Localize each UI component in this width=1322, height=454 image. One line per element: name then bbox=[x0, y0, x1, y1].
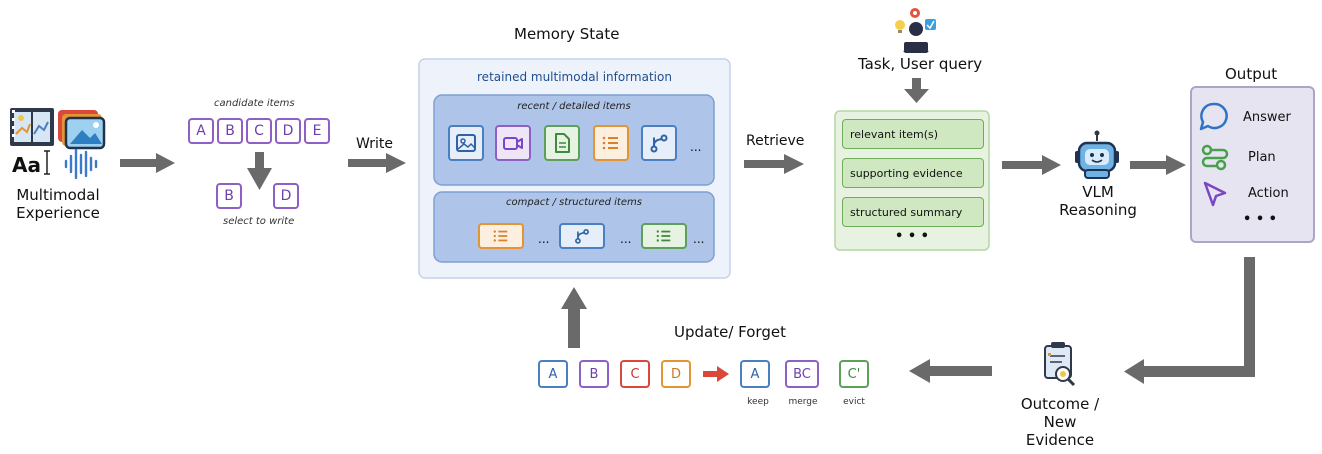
output-more: • • • bbox=[1243, 212, 1277, 227]
arrow-update-red bbox=[703, 366, 729, 382]
vlm-label-line1: VLM bbox=[1082, 183, 1114, 201]
outcome-label-line1: Outcome / bbox=[1020, 395, 1100, 413]
film-strip-icon bbox=[10, 108, 54, 146]
audio-waveform-icon bbox=[64, 148, 98, 180]
arrow-update-to-memory bbox=[561, 287, 587, 348]
arrow-vlm-to-output bbox=[1130, 155, 1186, 175]
task-user-query-label: Task, User query bbox=[858, 55, 983, 73]
outcome-label-line2: New bbox=[1043, 413, 1077, 431]
list-tile bbox=[593, 125, 629, 161]
arrow-outcome-to-update bbox=[909, 359, 992, 383]
compact-ellipsis: ... bbox=[538, 232, 550, 246]
compact-items-label: compact / structured items bbox=[506, 197, 642, 208]
compact-ellipsis: ... bbox=[693, 232, 705, 246]
compact-ellipsis: ... bbox=[620, 232, 632, 246]
arrow-task-down bbox=[904, 78, 929, 103]
recent-ellipsis: ... bbox=[690, 140, 702, 154]
image-icon bbox=[456, 134, 476, 152]
robot-icon bbox=[1075, 130, 1119, 179]
selected-item: D bbox=[273, 183, 299, 209]
candidate-item: D bbox=[275, 118, 301, 144]
retrieved-more: • • • bbox=[895, 229, 929, 244]
multimodal-label-line1: Multimodal bbox=[16, 186, 100, 204]
cursor-arrow-icon bbox=[1203, 181, 1227, 207]
multimodal-label-line2: Experience bbox=[16, 204, 100, 222]
compact-green-list-tile bbox=[641, 223, 687, 249]
list-icon bbox=[656, 230, 671, 242]
multimodal-experience-label: Multimodal Experience bbox=[10, 186, 106, 222]
candidate-item: A bbox=[188, 118, 214, 144]
list-icon bbox=[493, 230, 508, 242]
update-after-item: C' bbox=[839, 360, 869, 388]
arrow-retrieve bbox=[744, 154, 804, 174]
selected-item: B bbox=[216, 183, 242, 209]
arrow-input-to-candidates bbox=[120, 153, 175, 173]
text-cursor-icon bbox=[44, 150, 50, 175]
select-to-write-label: select to write bbox=[223, 216, 295, 227]
vlm-reasoning-label: VLM Reasoning bbox=[1058, 183, 1138, 219]
branch-icon bbox=[575, 229, 589, 244]
clipboard-search-icon bbox=[1044, 342, 1076, 387]
candidate-items-label: candidate items bbox=[214, 98, 295, 109]
route-icon bbox=[1201, 144, 1229, 171]
retrieved-item: relevant item(s) bbox=[842, 119, 984, 149]
text-modality-icon: Aa bbox=[12, 153, 41, 177]
outcome-label-line3: Evidence bbox=[1025, 431, 1095, 449]
update-before-item: C bbox=[620, 360, 650, 388]
image-tile bbox=[448, 125, 484, 161]
branch-icon bbox=[650, 134, 668, 153]
graph-tile bbox=[641, 125, 677, 161]
speech-bubble-icon bbox=[1199, 102, 1228, 131]
write-label: Write bbox=[356, 136, 393, 152]
memory-state-title: Memory State bbox=[514, 25, 620, 43]
update-after-item: BC bbox=[785, 360, 819, 388]
update-after-item: A bbox=[740, 360, 770, 388]
evict-label: evict bbox=[843, 397, 865, 407]
candidate-item: B bbox=[217, 118, 243, 144]
retrieved-item: structured summary bbox=[842, 197, 984, 227]
output-action: Action bbox=[1248, 186, 1289, 201]
list-icon bbox=[602, 136, 618, 150]
retrieve-label: Retrieve bbox=[746, 133, 805, 149]
compact-list-tile bbox=[478, 223, 524, 249]
update-forget-title: Update/ Forget bbox=[674, 323, 786, 341]
output-plan: Plan bbox=[1248, 150, 1276, 165]
image-stack-icon bbox=[58, 110, 106, 150]
output-title: Output bbox=[1225, 65, 1278, 83]
user-laptop-icon bbox=[895, 8, 936, 53]
video-tile bbox=[495, 125, 531, 161]
retrieved-item: supporting evidence bbox=[842, 158, 984, 188]
document-icon bbox=[555, 133, 570, 153]
keep-label: keep bbox=[747, 397, 769, 407]
video-camera-icon bbox=[503, 137, 523, 150]
outcome-label: Outcome / New Evidence bbox=[1005, 395, 1115, 449]
update-before-item: A bbox=[538, 360, 568, 388]
candidate-item: C bbox=[246, 118, 272, 144]
document-tile bbox=[544, 125, 580, 161]
recent-items-label: recent / detailed items bbox=[517, 101, 631, 112]
arrow-retrieved-to-vlm bbox=[1002, 155, 1061, 175]
vlm-label-line2: Reasoning bbox=[1059, 201, 1137, 219]
update-before-item: D bbox=[661, 360, 691, 388]
candidate-item: E bbox=[304, 118, 330, 144]
arrow-candidates-down bbox=[247, 152, 272, 190]
arrow-write bbox=[348, 153, 406, 173]
compact-graph-tile bbox=[559, 223, 605, 249]
output-answer: Answer bbox=[1243, 110, 1291, 125]
memory-subtitle: retained multimodal information bbox=[477, 70, 672, 84]
arrow-output-to-outcome bbox=[1124, 257, 1255, 384]
merge-label: merge bbox=[788, 397, 818, 407]
update-before-item: B bbox=[579, 360, 609, 388]
